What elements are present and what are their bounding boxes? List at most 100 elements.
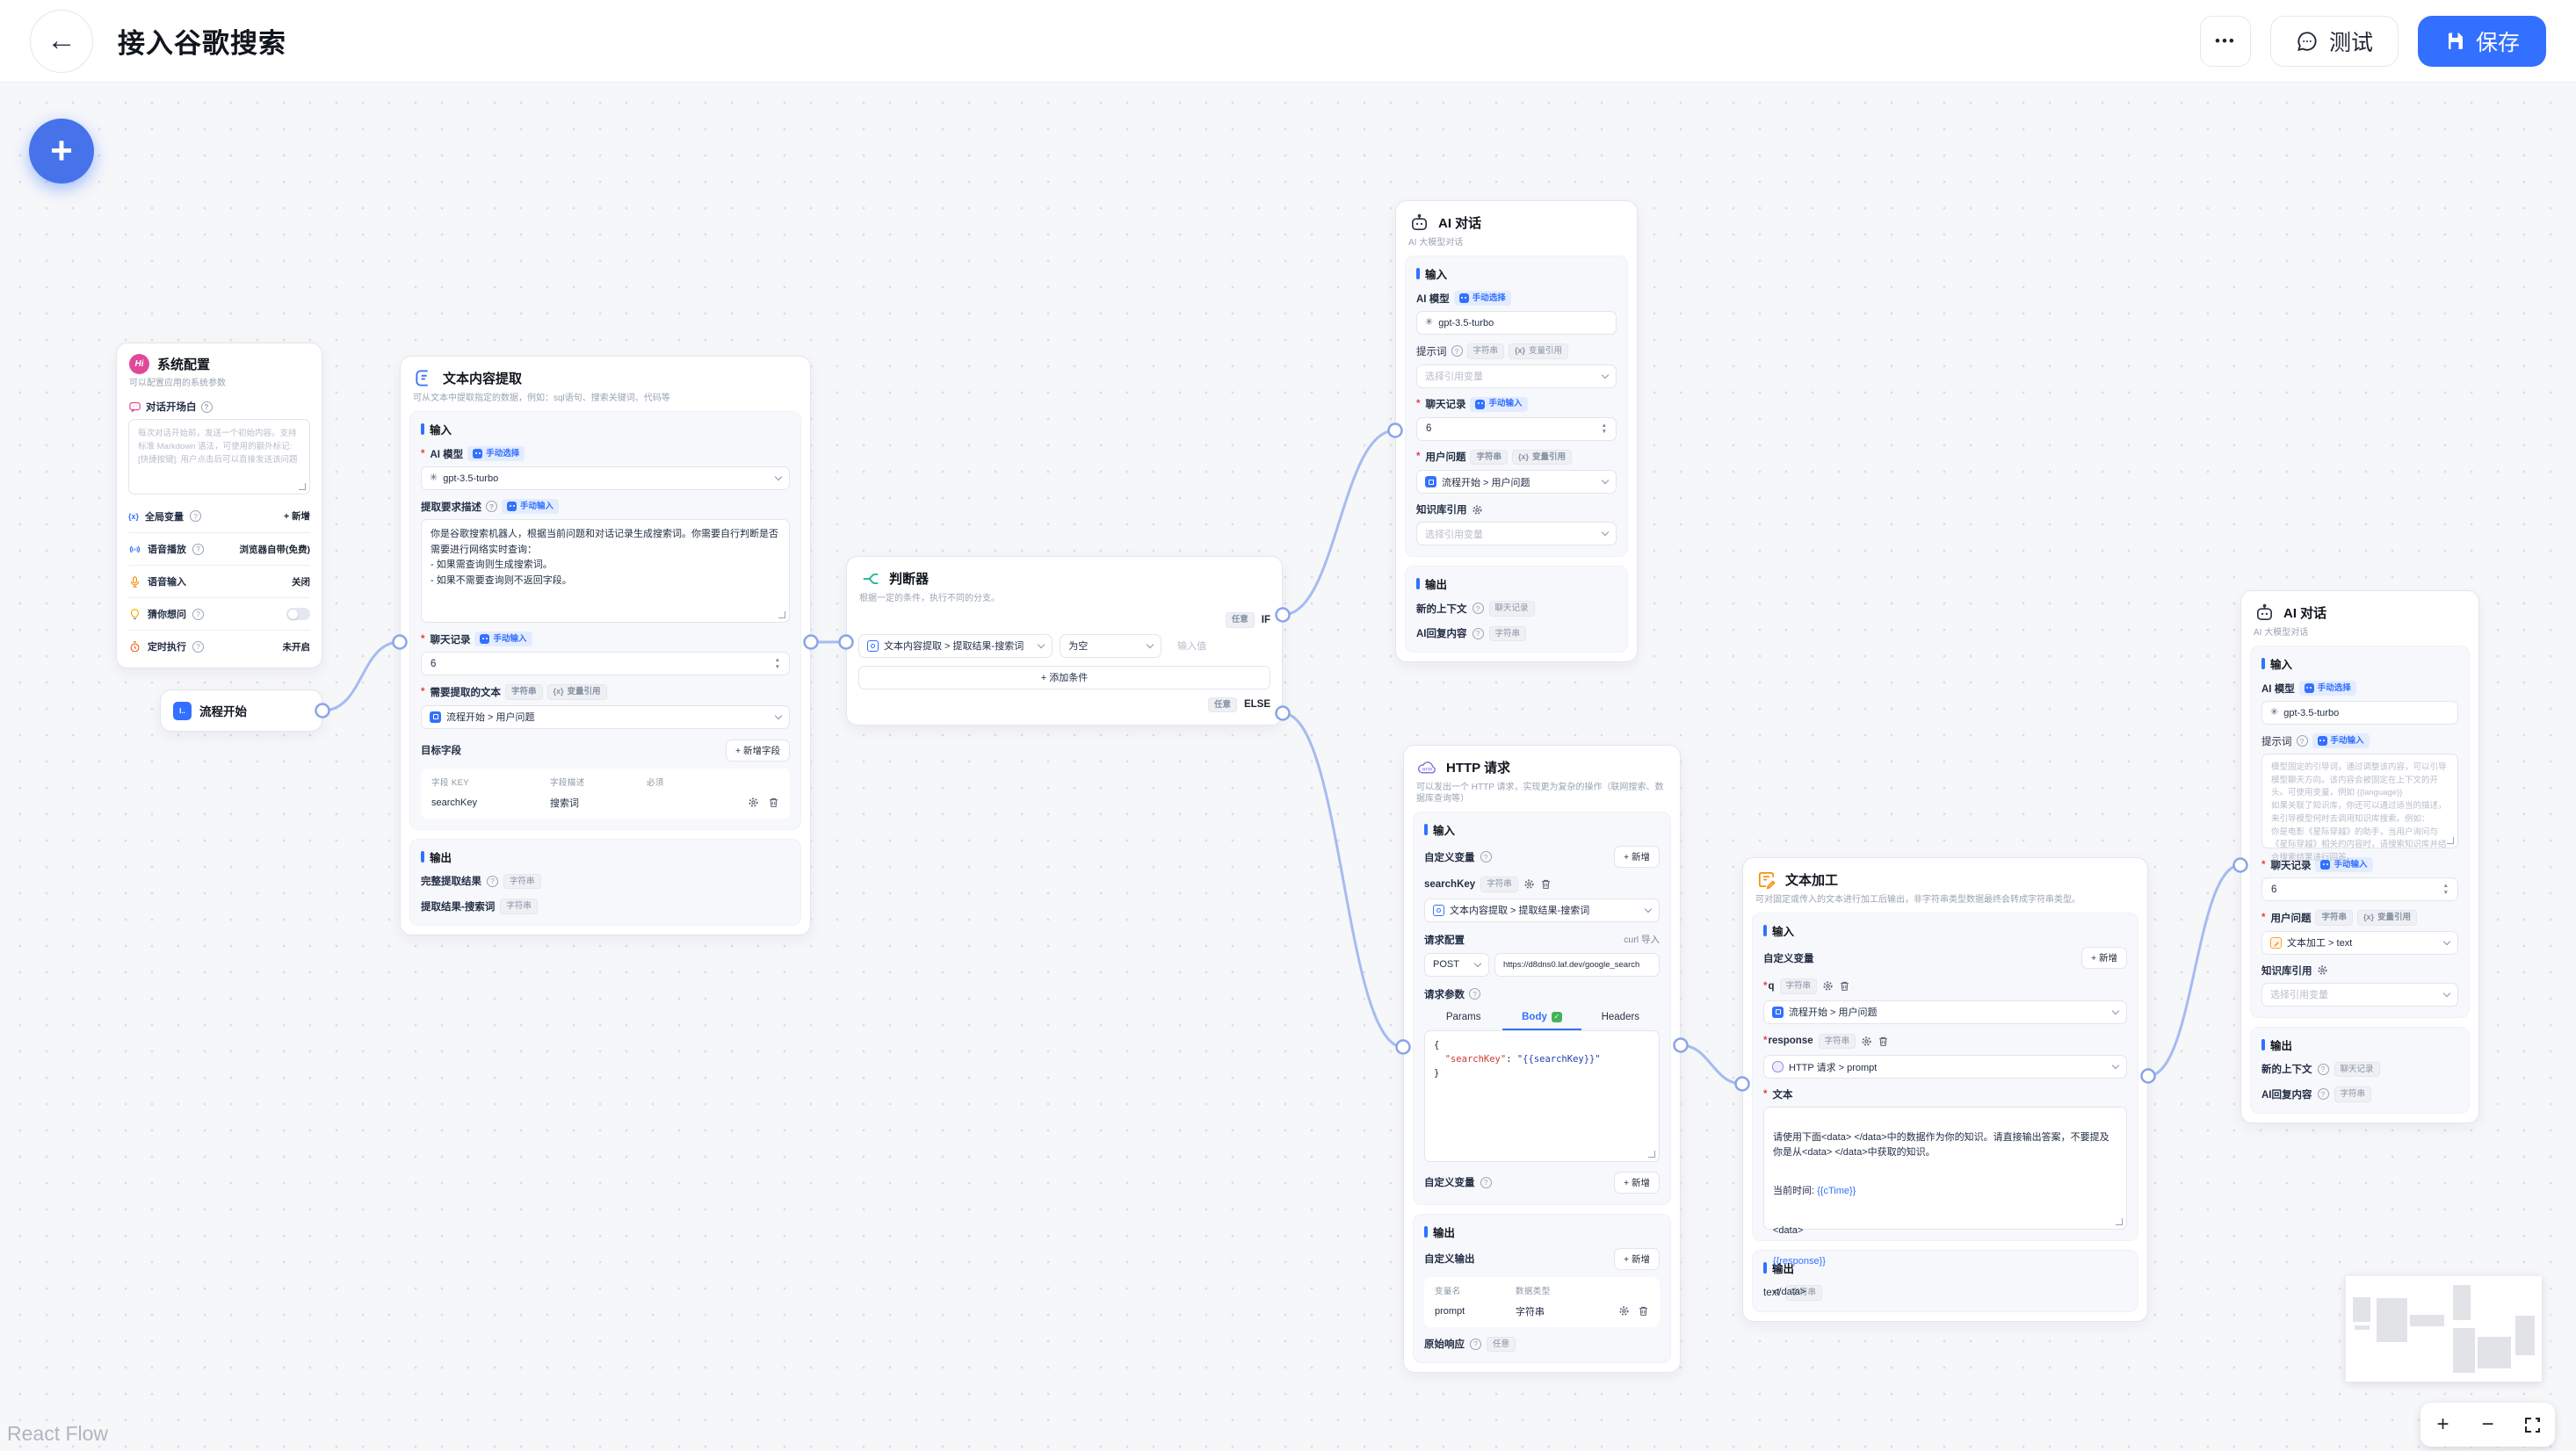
- model-select[interactable]: ✳ gpt-3.5-turbo: [2261, 701, 2458, 725]
- guess-toggle[interactable]: [286, 608, 310, 620]
- help-icon[interactable]: ?: [192, 640, 204, 653]
- step-up-icon[interactable]: ▲: [774, 657, 780, 664]
- node-system-config[interactable]: Hi 系统配置 可以配置应用的系统参数 对话开场白 ? 每次对话开始前，发送一个…: [116, 343, 322, 668]
- setting-row-tts[interactable]: 语音播放 ? 浏览器自带(免费): [128, 532, 310, 565]
- flow-canvas[interactable]: + Hi 系统配置 可以配置应用的系统参数 对话开场白 ? 每次对话开始前，发送…: [0, 83, 2576, 1451]
- tab-params[interactable]: Params: [1445, 1011, 1481, 1022]
- var-settings-button[interactable]: [1861, 1036, 1872, 1047]
- step-up-icon[interactable]: ▲: [2442, 883, 2449, 890]
- help-icon[interactable]: ?: [1472, 627, 1484, 639]
- edge-start-to-extract[interactable]: [322, 640, 401, 712]
- add-variable-button[interactable]: + 新增: [1613, 1171, 1660, 1194]
- kb-ref-select[interactable]: 选择引用变量: [2261, 982, 2458, 1007]
- more-button[interactable]: •••: [2199, 15, 2251, 67]
- q-var-select[interactable]: 流程开始 > 用户问题: [1763, 1000, 2127, 1024]
- chat-history-rounds-input[interactable]: 6 ▲▼: [421, 652, 790, 675]
- add-node-button[interactable]: +: [29, 119, 94, 184]
- step-down-icon[interactable]: ▼: [2442, 889, 2449, 896]
- node-condition[interactable]: 判断器 根据一定的条件，执行不同的分支。 任意 IF 文本内容提取 > 提取结果…: [846, 556, 1283, 726]
- zoom-out-button[interactable]: −: [2473, 1407, 2503, 1442]
- condition-variable-select[interactable]: 文本内容提取 > 提取结果-搜索词: [858, 633, 1053, 658]
- node-ai-chat-2[interactable]: AI 对话 AI 大模型对话 输入 AI 模型 手动选择 ✳ gpt-3.5-t…: [2240, 590, 2479, 1123]
- edge-textprocess-to-aichat2[interactable]: [2147, 863, 2241, 1078]
- help-icon[interactable]: ?: [1470, 1338, 1481, 1350]
- method-select[interactable]: POST: [1424, 952, 1489, 977]
- help-icon[interactable]: ?: [1469, 988, 1480, 1000]
- fit-view-button[interactable]: [2518, 1407, 2548, 1442]
- edge-http-to-textprocess[interactable]: [1680, 1043, 1743, 1086]
- setting-row-schedule[interactable]: 定时执行 ? 未开启: [128, 630, 310, 662]
- help-icon[interactable]: ?: [192, 543, 204, 555]
- body-code-editor[interactable]: { "searchKey": "{{searchKey}}" }: [1424, 1029, 1660, 1162]
- prompt-var-select[interactable]: 选择引用变量: [1416, 364, 1617, 388]
- url-input[interactable]: https://d8dns0.laf.dev/google_search: [1494, 952, 1660, 977]
- add-condition-button[interactable]: + 添加条件: [858, 665, 1270, 689]
- condition-value-input[interactable]: 输入值: [1177, 641, 1207, 652]
- tab-headers[interactable]: Headers: [1601, 1011, 1640, 1022]
- setting-row-global-vars[interactable]: {x} 全局变量 ? + 新增: [128, 510, 310, 523]
- help-icon[interactable]: ?: [2317, 1063, 2329, 1075]
- help-icon[interactable]: ?: [1480, 1176, 1492, 1188]
- prompt-textarea[interactable]: 模型固定的引导词，通过调整该内容，可以引导模型聊天方向。该内容会被固定在上下文的…: [2261, 754, 2458, 863]
- setting-row-stt[interactable]: 语音输入 关闭: [128, 565, 310, 597]
- model-select[interactable]: ✳ gpt-3.5-turbo: [421, 466, 790, 490]
- setting-row-guess[interactable]: 猜你想问 ?: [128, 597, 310, 630]
- zoom-in-button[interactable]: +: [2428, 1407, 2458, 1442]
- source-text-select[interactable]: 流程开始 > 用户问题: [421, 704, 790, 729]
- node-flow-start[interactable]: I.. 流程开始: [160, 689, 322, 732]
- welcome-textarea[interactable]: 每次对话开始前，发送一个初始内容。支持标准 Markdown 语法，可使用的额外…: [128, 419, 310, 494]
- output-delete-button[interactable]: [1638, 1305, 1649, 1317]
- node-text-process[interactable]: 文本加工 可对固定或传入的文本进行加工后输出，非字符串类型数据最终会转成字符串类…: [1742, 857, 2148, 1322]
- response-var-select[interactable]: HTTP 请求 > prompt: [1763, 1055, 2127, 1079]
- searchkey-var-select[interactable]: 文本内容提取 > 提取结果-搜索词: [1424, 898, 1660, 922]
- add-variable-button[interactable]: + 新增: [1613, 846, 1660, 868]
- tab-body[interactable]: Body✓: [1502, 1007, 1581, 1030]
- var-delete-button[interactable]: [1540, 878, 1552, 890]
- help-icon[interactable]: ?: [200, 401, 213, 413]
- output-settings-button[interactable]: [1618, 1305, 1630, 1317]
- help-icon[interactable]: ?: [1451, 345, 1463, 357]
- kb-settings-icon[interactable]: [2317, 964, 2328, 976]
- user-question-select[interactable]: 流程开始 > 用户问题: [1416, 470, 1617, 494]
- step-down-icon[interactable]: ▼: [774, 663, 780, 670]
- help-icon[interactable]: ?: [2296, 735, 2308, 747]
- save-button[interactable]: 保存: [2417, 15, 2546, 67]
- node-text-extract[interactable]: 文本内容提取 可从文本中提取指定的数据，例如：sql语句、搜索关键词、代码等 输…: [400, 356, 811, 935]
- kb-settings-icon[interactable]: [1472, 504, 1483, 516]
- help-icon[interactable]: ?: [486, 501, 497, 512]
- kb-ref-select[interactable]: 选择引用变量: [1416, 522, 1617, 545]
- step-down-icon[interactable]: ▼: [1601, 429, 1607, 435]
- text-template-textarea[interactable]: 请使用下面<data> </data>中的数据作为你的知识。请直接输出答案，不要…: [1763, 1107, 2127, 1297]
- var-delete-button[interactable]: [1878, 1036, 1889, 1047]
- add-variable-button[interactable]: + 新增: [283, 511, 310, 522]
- help-icon[interactable]: ?: [192, 608, 204, 620]
- help-icon[interactable]: ?: [487, 875, 498, 887]
- help-icon[interactable]: ?: [190, 510, 202, 522]
- curl-import-button[interactable]: curl 导入: [1624, 935, 1660, 945]
- field-settings-button[interactable]: [748, 797, 759, 808]
- back-button[interactable]: ←: [30, 9, 93, 73]
- test-button[interactable]: 测试: [2269, 15, 2399, 67]
- edge-if-to-aichat1[interactable]: [1282, 429, 1396, 617]
- var-settings-button[interactable]: [1822, 980, 1834, 992]
- chat-history-rounds-input[interactable]: 6 ▲▼: [2261, 877, 2458, 901]
- var-settings-button[interactable]: [1523, 878, 1535, 890]
- step-up-icon[interactable]: ▲: [1601, 422, 1607, 429]
- chat-history-rounds-input[interactable]: 6 ▲▼: [1416, 416, 1617, 441]
- extract-description-textarea[interactable]: 你是谷歌搜索机器人，根据当前问题和对话记录生成搜索词。你需要自行判断是否需要进行…: [421, 519, 790, 623]
- user-question-select[interactable]: 文本加工 > text: [2261, 930, 2458, 955]
- edge-else-to-http[interactable]: [1282, 711, 1404, 1049]
- model-select[interactable]: ✳ gpt-3.5-turbo: [1416, 311, 1617, 335]
- help-icon[interactable]: ?: [1480, 851, 1492, 863]
- condition-operator-select[interactable]: 为空: [1060, 633, 1162, 658]
- add-variable-button[interactable]: + 新增: [2080, 947, 2127, 969]
- node-ai-chat-1[interactable]: AI 对话 AI 大模型对话 输入 AI 模型 手动选择 ✳ gpt-3.5-t…: [1395, 200, 1638, 662]
- minimap[interactable]: [2346, 1276, 2542, 1382]
- add-field-button[interactable]: + 新增字段: [725, 739, 790, 762]
- field-delete-button[interactable]: [768, 797, 779, 808]
- add-output-button[interactable]: + 新增: [1613, 1247, 1660, 1270]
- help-icon[interactable]: ?: [1472, 603, 1484, 615]
- var-delete-button[interactable]: [1839, 980, 1850, 992]
- help-icon[interactable]: ?: [2317, 1088, 2329, 1101]
- node-http-request[interactable]: HTTP HTTP 请求 可以发出一个 HTTP 请求，实现更为复杂的操作（联网…: [1403, 745, 1681, 1373]
